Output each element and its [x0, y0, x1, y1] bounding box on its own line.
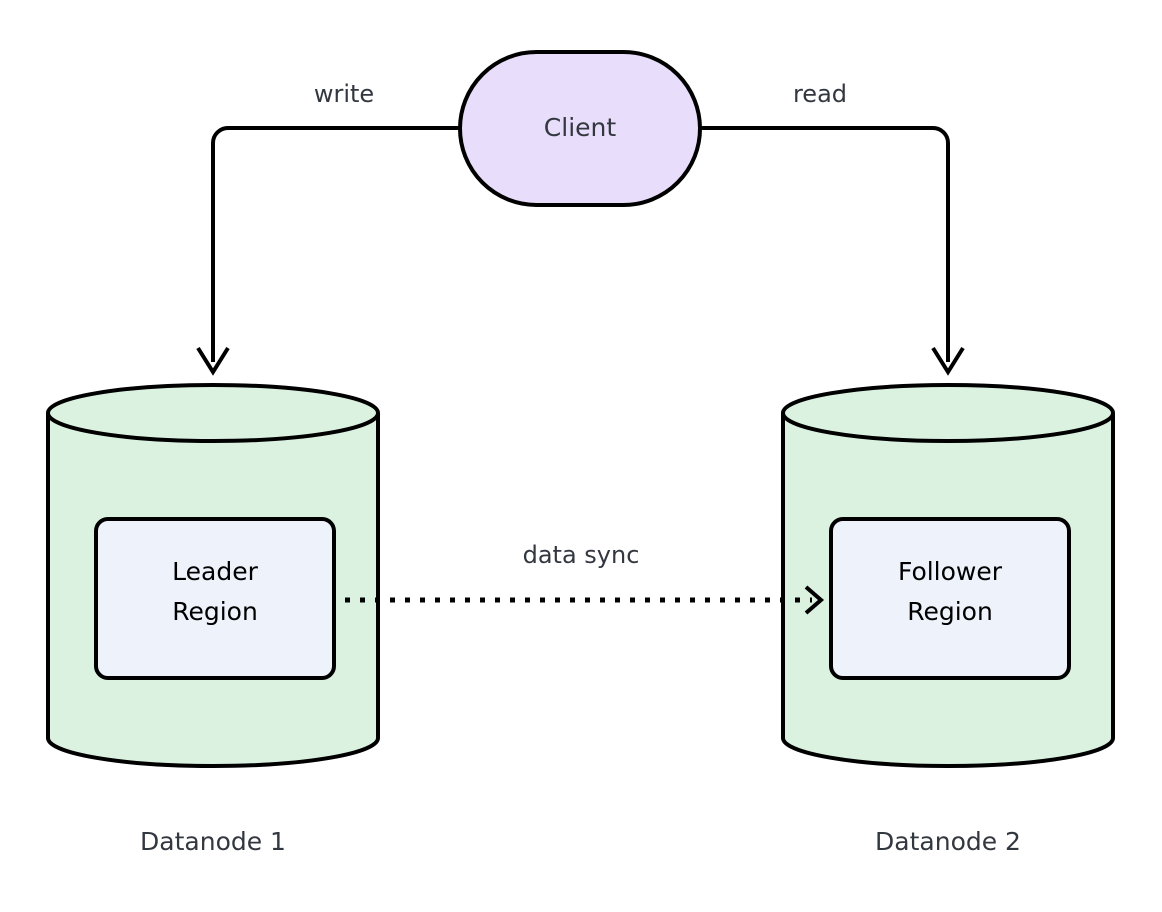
- write-edge: write: [196, 80, 460, 376]
- leader-region-label-line2: Region: [172, 597, 258, 626]
- data-sync-edge-arrowhead: [804, 585, 825, 615]
- data-sync-edge-label: data sync: [523, 541, 640, 569]
- datanode-1-body-outline: [46, 413, 380, 768]
- read-edge-arrowhead: [931, 346, 965, 376]
- client-node-shape: [458, 50, 702, 207]
- leader-region-box[interactable]: Leader Region: [94, 517, 336, 680]
- write-edge-path: [211, 126, 460, 362]
- leader-region-shape: [94, 517, 336, 680]
- data-sync-edge: data sync: [345, 541, 825, 615]
- read-edge-path: [700, 126, 950, 362]
- datanode-1-top-ellipse: [46, 383, 380, 443]
- leader-region-label-line1: Leader: [172, 557, 258, 586]
- write-edge-arrowhead: [196, 346, 230, 376]
- read-edge-label: read: [793, 80, 847, 108]
- datanode-2-top-fill: [783, 385, 1113, 441]
- datanode-2-body-outline: [781, 413, 1115, 768]
- datanode-1-caption: Datanode 1: [140, 827, 286, 856]
- follower-region-shape: [829, 517, 1071, 680]
- write-edge-label: write: [314, 80, 374, 108]
- client-node-label: Client: [544, 113, 617, 142]
- follower-region-label-line1: Follower: [898, 557, 1003, 586]
- datanode-2-caption: Datanode 2: [875, 827, 1021, 856]
- follower-region-label-line2: Region: [907, 597, 993, 626]
- client-node[interactable]: Client: [458, 50, 702, 207]
- datanode-1-top-fill: [48, 385, 378, 441]
- datanode-1-cylinder[interactable]: Leader Region: [46, 383, 380, 768]
- read-edge: read: [700, 80, 965, 376]
- follower-region-box[interactable]: Follower Region: [829, 517, 1071, 680]
- datanode-2-top-ellipse: [781, 383, 1115, 443]
